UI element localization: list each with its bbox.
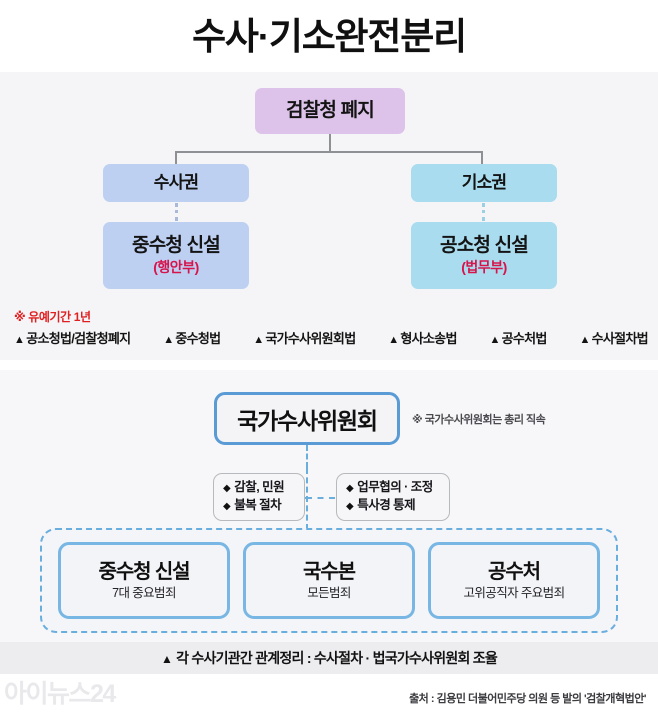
footer-caption-label: 각 수사기관간 관계정리 : 수사절차 · 법국가수사위원회 조율 [176, 650, 498, 666]
connector-dashed-horizontal-right [306, 497, 335, 499]
top-diagram-panel: 검찰청 폐지 수사권 기소권 중수청 신설 (행안부) 공소청 신설 (법무부)… [0, 72, 658, 360]
legend-item-label: 공소청법/검찰청폐지 [26, 331, 131, 346]
node-jungsoocheong-new: 중수청 신설 (행안부) [103, 222, 249, 289]
legend-item: ▲공수처법 [489, 328, 548, 347]
agency-name: 국수본 [303, 560, 356, 583]
function-box-coordination: ◆업무협의 · 조정 ◆특사경 통제 [336, 473, 450, 521]
triangle-icon: ▲ [489, 334, 500, 346]
node-label: 공소청 신설 [440, 235, 529, 257]
node-label: 수사권 [153, 173, 199, 193]
connector-left-drop [175, 151, 177, 165]
committee-affiliation-note: ※ 국가수사위원회는 총리 직속 [412, 414, 546, 426]
agency-jungsoocheong: 중수청 신설 7대 중요범죄 [58, 542, 230, 619]
node-national-investigation-committee: 국가수사위원회 [214, 392, 400, 445]
page-title: 수사·기소완전분리 [192, 15, 467, 57]
triangle-icon: ▲ [14, 334, 25, 346]
function-row: ◆특사경 통제 [346, 498, 440, 513]
node-label: 기소권 [461, 173, 507, 193]
legend-item: ▲형사소송법 [388, 328, 457, 347]
node-label: 국가수사위원회 [237, 407, 378, 434]
diamond-icon: ◆ [346, 483, 354, 495]
node-prosecution-power: 기소권 [411, 164, 557, 202]
legend-item-label: 중수청법 [175, 331, 221, 346]
agency-scope: 7대 중요범죄 [112, 585, 176, 600]
triangle-icon: ▲ [163, 334, 174, 346]
diamond-icon: ◆ [346, 501, 354, 512]
bottom-diagram-panel: 국가수사위원회 ※ 국가수사위원회는 총리 직속 ◆감찰, 민원 ◆불복 절차 … [0, 370, 658, 642]
function-row: ◆감찰, 민원 [223, 480, 295, 495]
legend-grace-period-note: ※ 유예기간 1년 [14, 310, 91, 324]
connector-dotted-left [175, 203, 178, 221]
legend-item: ▲수사절차법 [579, 328, 648, 347]
panel-divider [0, 360, 658, 370]
triangle-icon: ▲ [579, 334, 590, 346]
bottom-bar: 아이뉴스24 출처 : 김용민 더불어민주당 의원 등 발의 '검찰개혁법안' [0, 674, 658, 714]
diamond-icon: ◆ [223, 483, 231, 495]
triangle-icon: ▲ [160, 652, 173, 666]
function-row: ◆업무협의 · 조정 [346, 480, 440, 495]
node-label: 검찰청 폐지 [286, 100, 375, 122]
legend-item: ▲중수청법 [163, 328, 221, 347]
node-gongsocheong-new: 공소청 신설 (법무부) [411, 222, 557, 289]
function-box-oversight: ◆감찰, 민원 ◆불복 절차 [213, 473, 305, 521]
function-row-label: 불복 절차 [234, 498, 282, 512]
connector-root-stem [329, 134, 331, 152]
triangle-icon: ▲ [253, 334, 264, 346]
function-row-label: 특사경 통제 [357, 498, 416, 512]
legend-item-label: 국가수사위원회법 [265, 331, 356, 346]
connector-horizontal [175, 151, 483, 153]
connector-dashed-vertical-top [306, 445, 308, 468]
legend-item: ▲국가수사위원회법 [253, 328, 356, 347]
legend-law-list: ▲공소청법/검찰청폐지 ▲중수청법 ▲국가수사위원회법 ▲형사소송법 ▲공수처법… [14, 328, 649, 347]
agencies-container: 중수청 신설 7대 중요범죄 국수본 모든범죄 공수처 고위공직자 주요범죄 [40, 528, 618, 633]
connector-dashed-vertical-mid [306, 468, 308, 530]
legend-item-label: 공수처법 [501, 331, 548, 346]
agency-name: 공수처 [488, 560, 541, 583]
connector-right-drop [481, 151, 483, 165]
triangle-icon: ▲ [388, 334, 399, 346]
function-row: ◆불복 절차 [223, 498, 295, 513]
legend-item: ▲공소청법/검찰청폐지 [14, 328, 131, 347]
agency-gongsucheo: 공수처 고위공직자 주요범죄 [428, 542, 600, 619]
function-row-label: 감찰, 민원 [234, 480, 285, 495]
diamond-icon: ◆ [223, 501, 231, 512]
title-bar: 수사·기소완전분리 [0, 0, 658, 72]
agency-scope: 모든범죄 [307, 585, 351, 600]
function-row-label: 업무협의 · 조정 [357, 480, 433, 495]
node-ministry: (행안부) [153, 259, 199, 276]
source-attribution: 출처 : 김용민 더불어민주당 의원 등 발의 '검찰개혁법안' [409, 693, 646, 705]
footer-caption: ▲각 수사기관간 관계정리 : 수사절차 · 법국가수사위원회 조율 [160, 648, 498, 668]
node-investigation-power: 수사권 [103, 164, 249, 202]
node-label: 중수청 신설 [132, 235, 221, 257]
agency-scope: 고위공직자 주요범죄 [463, 585, 566, 600]
agency-name: 중수청 신설 [98, 560, 191, 583]
agency-guksubon: 국수본 모든범죄 [243, 542, 415, 619]
legend-item-label: 형사소송법 [400, 331, 457, 346]
node-prosecution-office-abolition: 검찰청 폐지 [255, 88, 405, 134]
connector-dotted-right [482, 203, 485, 221]
node-ministry: (법무부) [461, 259, 507, 276]
footer-caption-banner: ▲각 수사기관간 관계정리 : 수사절차 · 법국가수사위원회 조율 [0, 642, 658, 674]
legend-item-label: 수사절차법 [591, 331, 649, 346]
publisher-watermark: 아이뉴스24 [4, 680, 116, 708]
